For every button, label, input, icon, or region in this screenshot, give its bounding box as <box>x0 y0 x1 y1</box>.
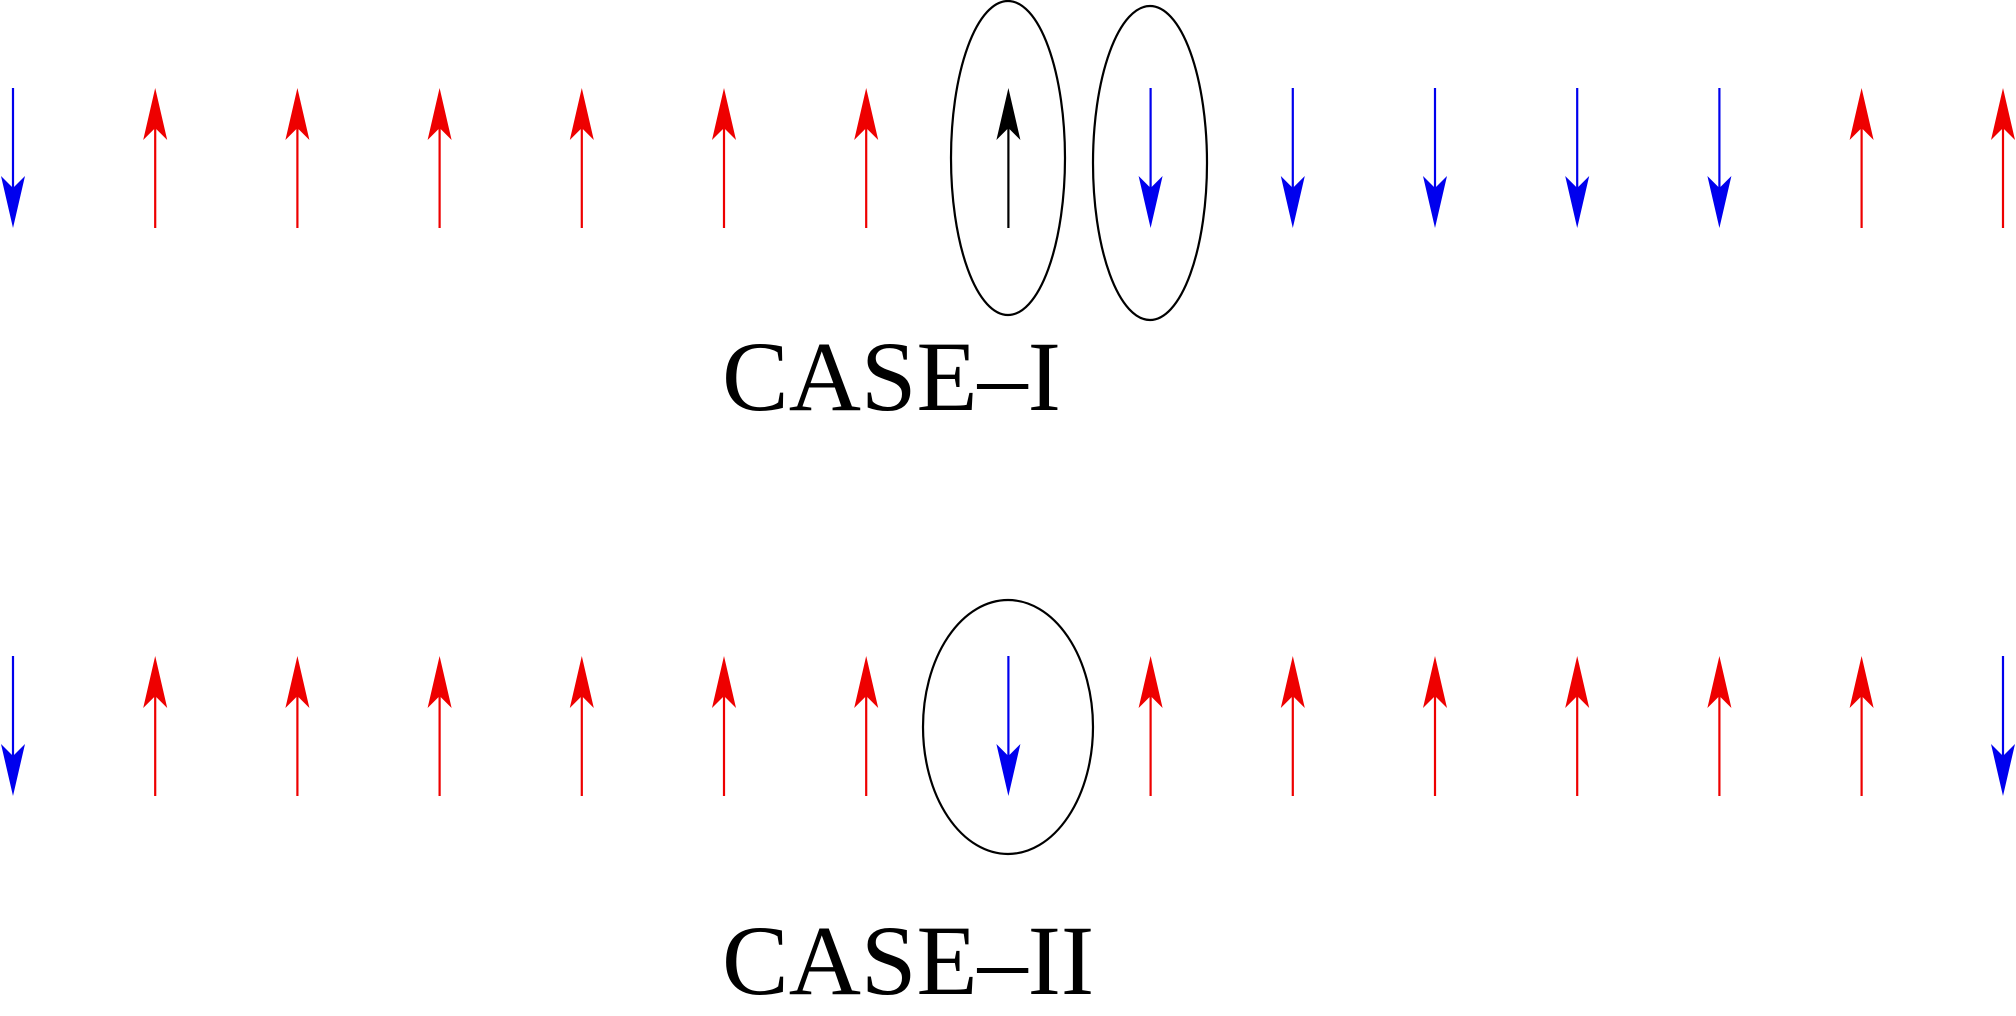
spin-down-arrow <box>1 88 25 228</box>
highlight-ellipse <box>1091 4 1209 322</box>
spin-up-arrow <box>854 656 879 796</box>
spin-down-arrow <box>1 656 25 796</box>
spin-down-arrow <box>1280 88 1305 228</box>
case-2-label: CASE–II <box>722 905 1095 1016</box>
spin-down-arrow <box>1423 88 1447 228</box>
spin-up-arrow <box>1991 88 2015 228</box>
spin-up-arrow <box>1565 656 1590 796</box>
spin-up-arrow <box>1707 656 1732 796</box>
spin-up-arrow <box>1138 656 1163 796</box>
spin-up-arrow <box>143 88 168 228</box>
spin-up-arrow <box>712 88 736 228</box>
case-1-label: CASE–I <box>722 321 1061 432</box>
spin-up-arrow <box>712 656 736 796</box>
spin-up-arrow <box>143 656 168 796</box>
spin-up-arrow <box>1849 88 1874 228</box>
highlight-ellipse <box>921 598 1095 856</box>
spin-up-arrow <box>285 656 310 796</box>
spin-down-arrow <box>1138 88 1163 228</box>
spin-up-arrow <box>427 88 452 228</box>
spin-up-arrow <box>285 88 310 228</box>
spin-row-case-2 <box>1 598 2015 856</box>
spin-up-arrow <box>1423 656 1447 796</box>
spin-up-arrow <box>996 88 1021 228</box>
spin-down-arrow <box>1707 88 1732 228</box>
spin-up-arrow <box>1280 656 1305 796</box>
spin-up-arrow <box>1849 656 1874 796</box>
spin-up-arrow <box>427 656 452 796</box>
spin-row-case-1 <box>1 0 2015 322</box>
spin-down-arrow <box>1991 656 2015 796</box>
highlight-ellipse <box>949 0 1067 317</box>
spin-up-arrow <box>569 656 594 796</box>
spin-up-arrow <box>569 88 594 228</box>
spin-down-arrow <box>1565 88 1590 228</box>
spin-down-arrow <box>996 656 1021 796</box>
spin-up-arrow <box>854 88 879 228</box>
